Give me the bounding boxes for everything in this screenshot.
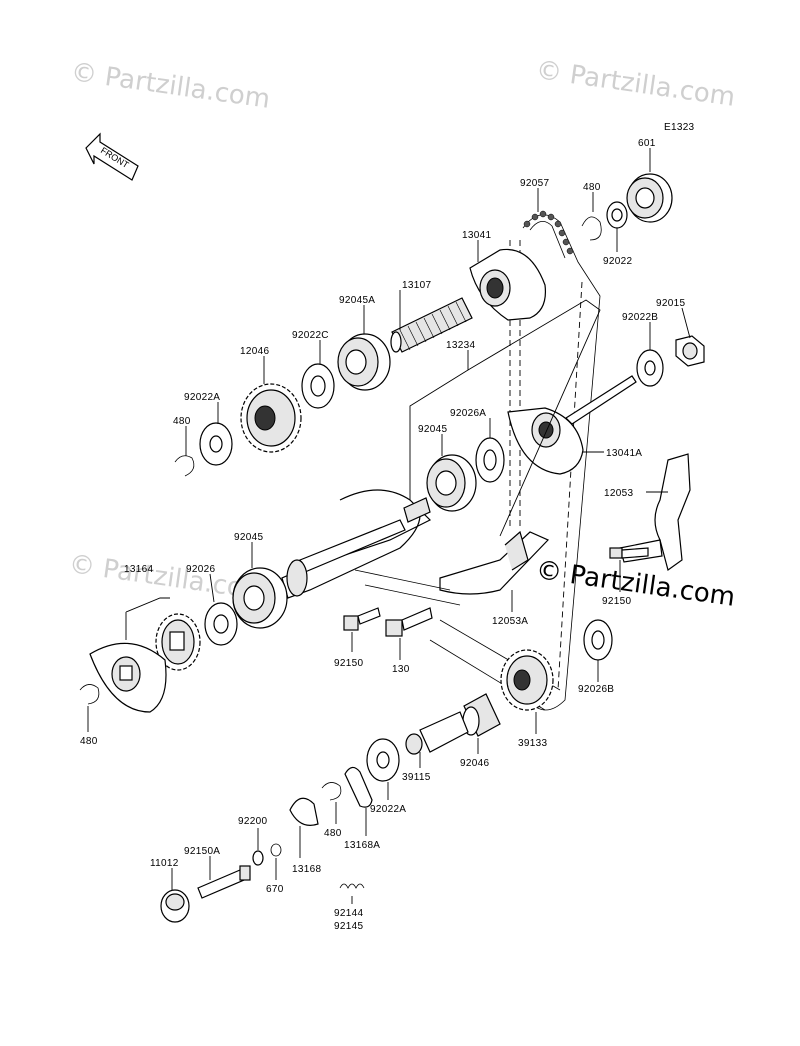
label-92022: 92022 — [603, 256, 632, 267]
splined-shaft-13107 — [390, 297, 473, 353]
label-92022a-top: 92022A — [184, 392, 220, 403]
tensioner-12053a — [439, 530, 550, 595]
label-92045a: 92045A — [339, 295, 375, 306]
washer-92026a — [475, 437, 505, 483]
bolt-92150 — [343, 607, 381, 631]
label-92045-left: 92045 — [234, 532, 263, 543]
sprocket-39133 — [500, 649, 554, 711]
cap-11012 — [160, 889, 190, 923]
washer-92022b — [636, 349, 664, 387]
shaft-39115 — [405, 711, 469, 755]
cam-bracket-13164 — [89, 642, 167, 713]
washer-92022c — [301, 363, 335, 409]
watermark-top-left: © Partzilla.com — [69, 57, 272, 115]
circlip-480-lower — [321, 782, 342, 801]
label-92022b: 92022B — [622, 312, 658, 323]
label-92150a: 92150A — [184, 846, 220, 857]
lever-13168 — [289, 797, 319, 826]
nut-92015 — [675, 335, 705, 367]
washer-92026b — [583, 619, 613, 661]
bolt-92150a — [197, 865, 251, 899]
watermark-top-right: © Partzilla.com — [534, 55, 737, 113]
label-12053a: 12053A — [492, 616, 528, 627]
bolt-92150-right — [609, 547, 649, 559]
label-92015: 92015 — [656, 298, 685, 309]
label-39133: 39133 — [518, 738, 547, 749]
leader-13164-box — [125, 597, 170, 640]
label-92026a: 92026A — [450, 408, 486, 419]
front-arrow-icon: FRONT — [85, 132, 139, 181]
ring-670 — [270, 843, 282, 857]
label-39115: 39115 — [402, 772, 431, 783]
spring-92144 — [339, 883, 365, 889]
washer-92022a-top — [199, 422, 233, 466]
sprocket-13164 — [155, 613, 201, 671]
bearing-92045a — [337, 333, 391, 391]
sprocket-cam-13041a — [507, 407, 584, 475]
bearing-92045-left — [232, 567, 288, 629]
label-13041: 13041 — [462, 230, 491, 241]
label-13168: 13168 — [292, 864, 321, 875]
circlip-480-bottom — [79, 684, 100, 705]
label-13234: 13234 — [446, 340, 475, 351]
washer-92022a-bottom — [366, 738, 400, 782]
label-670: 670 — [266, 884, 284, 895]
label-92144: 92144 — [334, 908, 363, 919]
label-92022a-bottom: 92022A — [370, 804, 406, 815]
label-92026: 92026 — [186, 564, 215, 575]
label-13107: 13107 — [402, 280, 431, 291]
washer-92026 — [204, 602, 238, 646]
bearing-601 — [626, 173, 673, 223]
label-480-lower: 480 — [324, 828, 342, 839]
label-11012: 11012 — [150, 858, 179, 869]
label-92046: 92046 — [460, 758, 489, 769]
diagram-code: E1323 — [664, 122, 695, 133]
label-601: 601 — [638, 138, 656, 149]
label-92150: 92150 — [334, 658, 363, 669]
label-13168a: 13168A — [344, 840, 380, 851]
circlip-480-left — [174, 455, 195, 477]
drive-chain — [509, 210, 601, 711]
label-480-left: 480 — [173, 416, 191, 427]
label-12046: 12046 — [240, 346, 269, 357]
shaft-stud — [565, 375, 637, 425]
label-130: 130 — [392, 664, 410, 675]
sprocket-cam-13041 — [469, 248, 547, 321]
leader-13234 — [409, 299, 601, 537]
part-labels: 601 480 92057 92022 13041 13107 92045A 9… — [80, 138, 685, 932]
bolt-130 — [385, 607, 433, 637]
sprocket-12046 — [240, 383, 302, 453]
label-92057: 92057 — [520, 178, 549, 189]
label-13164: 13164 — [124, 564, 153, 575]
washer-92022 — [606, 201, 628, 229]
label-92150-right: 92150 — [602, 596, 631, 607]
label-92200: 92200 — [238, 816, 267, 827]
label-92026b: 92026B — [578, 684, 614, 695]
label-12053: 12053 — [604, 488, 633, 499]
label-480-bottom: 480 — [80, 736, 98, 747]
plate-13168a — [344, 766, 373, 808]
label-92022c: 92022C — [292, 330, 329, 341]
label-480-top: 480 — [583, 182, 601, 193]
leader-lines — [87, 148, 691, 904]
label-92145: 92145 — [334, 921, 363, 932]
circlip-480-top — [581, 216, 602, 241]
main-shaft-13234 — [281, 489, 432, 599]
washer-92200 — [252, 850, 264, 866]
label-13041a: 13041A — [606, 448, 642, 459]
bearing-92045-mid — [426, 454, 477, 512]
needle-bearing-92046 — [462, 693, 501, 737]
label-92045-mid: 92045 — [418, 424, 447, 435]
